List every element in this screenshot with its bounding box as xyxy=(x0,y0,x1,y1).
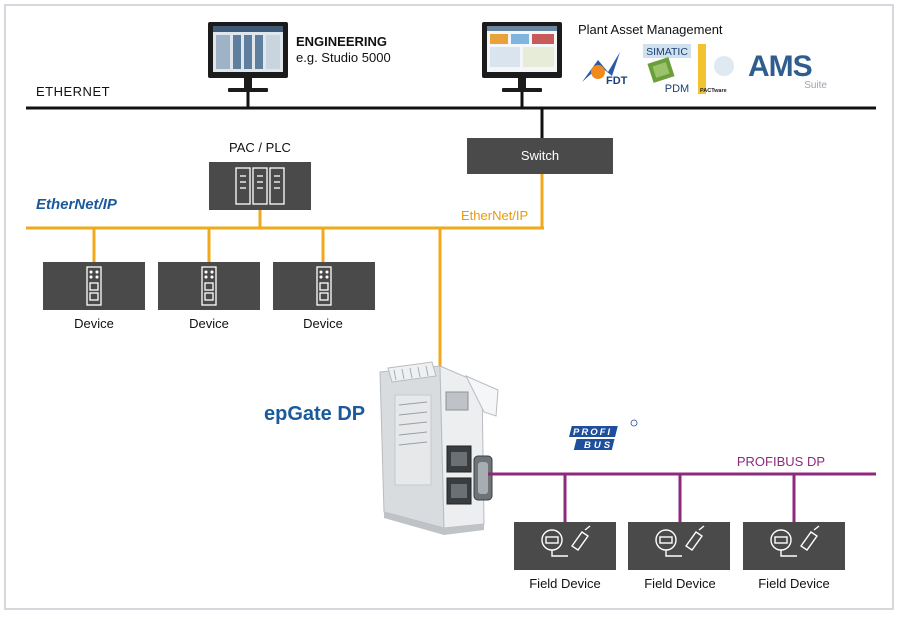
simatic-pdm-logo: SIMATIC PDM xyxy=(642,44,692,95)
plc-module-icon xyxy=(235,167,285,205)
fdt-logo-text: FDT xyxy=(606,75,628,87)
field-device-label: Field Device xyxy=(644,576,716,591)
pactware-text: PACTware xyxy=(700,88,727,94)
field-instrument-icon xyxy=(541,525,591,557)
profibus-logo: PROFI BUS xyxy=(569,419,638,451)
simatic-text: SIMATIC xyxy=(646,46,688,58)
profibus-label: PROFIBUS DP xyxy=(737,454,825,469)
fdt-logo: FDT xyxy=(582,52,628,87)
field-instrument-icon xyxy=(655,525,705,557)
ethernetip-logo: EtherNet/IP xyxy=(36,196,118,213)
device-module-icon xyxy=(86,266,102,306)
ethernetip-logo-part2: et/IP xyxy=(85,196,118,213)
device-label: Device xyxy=(189,316,229,331)
field-device-node: Field Device xyxy=(743,474,845,591)
ethernetip-label: EtherNet/IP xyxy=(461,208,528,223)
device-box xyxy=(43,262,145,310)
plc-label: PAC / PLC xyxy=(229,140,291,155)
plant-asset-title: Plant Asset Management xyxy=(578,22,723,37)
device-node: Device xyxy=(43,228,145,331)
device-node: Device xyxy=(273,228,375,331)
device-label: Device xyxy=(303,316,343,331)
switch-box xyxy=(467,138,613,174)
device-node: Device xyxy=(158,228,260,331)
asset-monitor-icon xyxy=(482,22,562,92)
device-module-icon xyxy=(201,266,217,306)
gateway-label: epGate DP xyxy=(264,403,365,425)
field-device-label: Field Device xyxy=(529,576,601,591)
ethernet-label: ETHERNET xyxy=(36,84,110,99)
engineering-title: ENGINEERING xyxy=(296,34,387,49)
field-device-box xyxy=(743,522,845,570)
profibus-logo-bottom: BUS xyxy=(584,440,613,451)
device-label: Device xyxy=(74,316,114,331)
epgate-dp-device-image xyxy=(379,361,499,535)
device-box xyxy=(273,262,375,310)
engineering-monitor-icon xyxy=(208,22,288,92)
field-device-node: Field Device xyxy=(514,474,616,591)
engineering-subtitle: e.g. Studio 5000 xyxy=(296,50,391,65)
ethernetip-logo-part1: EtherN xyxy=(36,196,86,213)
switch-label: Switch xyxy=(521,148,559,163)
svg-text:EtherNet/IP: EtherNet/IP xyxy=(36,196,118,213)
device-module-icon xyxy=(316,266,332,306)
device-box xyxy=(158,262,260,310)
field-device-box xyxy=(628,522,730,570)
ams-logo-text: AMS xyxy=(748,50,812,83)
plc-box xyxy=(209,162,311,210)
profibus-logo-top: PROFI xyxy=(573,427,612,438)
ams-suite-text: Suite xyxy=(804,80,827,91)
field-instrument-icon xyxy=(770,525,820,557)
pactware-logo: PACTware xyxy=(698,44,740,94)
field-device-node: Field Device xyxy=(628,474,730,591)
field-device-box xyxy=(514,522,616,570)
field-device-label: Field Device xyxy=(758,576,830,591)
pdm-text: PDM xyxy=(665,83,689,95)
